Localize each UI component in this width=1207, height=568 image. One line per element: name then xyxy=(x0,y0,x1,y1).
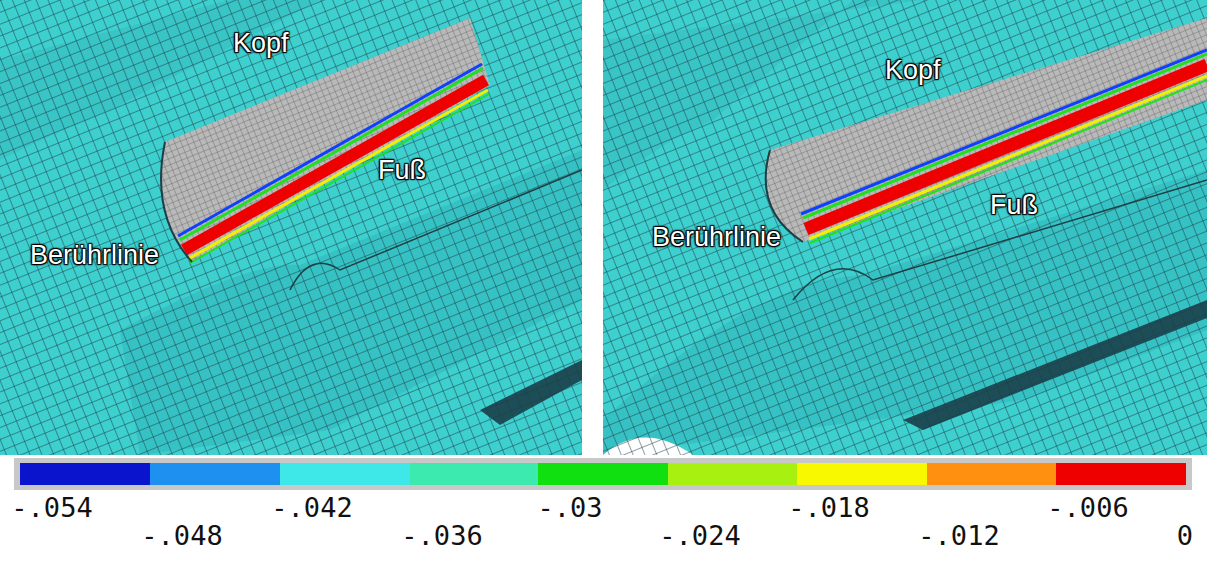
tick-value: -.042 xyxy=(271,492,352,523)
tick-value: -.03 xyxy=(537,492,602,523)
part-label: Berührlinie xyxy=(652,222,781,253)
gear-mesh-left xyxy=(0,0,582,455)
part-label: Berührlinie xyxy=(30,240,159,271)
part-label: Kopf xyxy=(885,55,941,86)
tick-value: -.054 xyxy=(11,492,92,523)
tick-value: -.006 xyxy=(1047,492,1128,523)
part-label: Kopf xyxy=(233,28,289,59)
part-label: Fuß xyxy=(378,155,426,186)
part-label: Fuß xyxy=(990,190,1038,221)
tick-value: -.018 xyxy=(788,492,869,523)
tick-value: -.036 xyxy=(401,520,482,551)
tick-value: -.048 xyxy=(141,520,222,551)
tick-value: -.024 xyxy=(659,520,740,551)
tick-value: -.012 xyxy=(918,520,999,551)
tick-value: 0 xyxy=(1177,520,1193,551)
color-bar xyxy=(0,455,1207,491)
